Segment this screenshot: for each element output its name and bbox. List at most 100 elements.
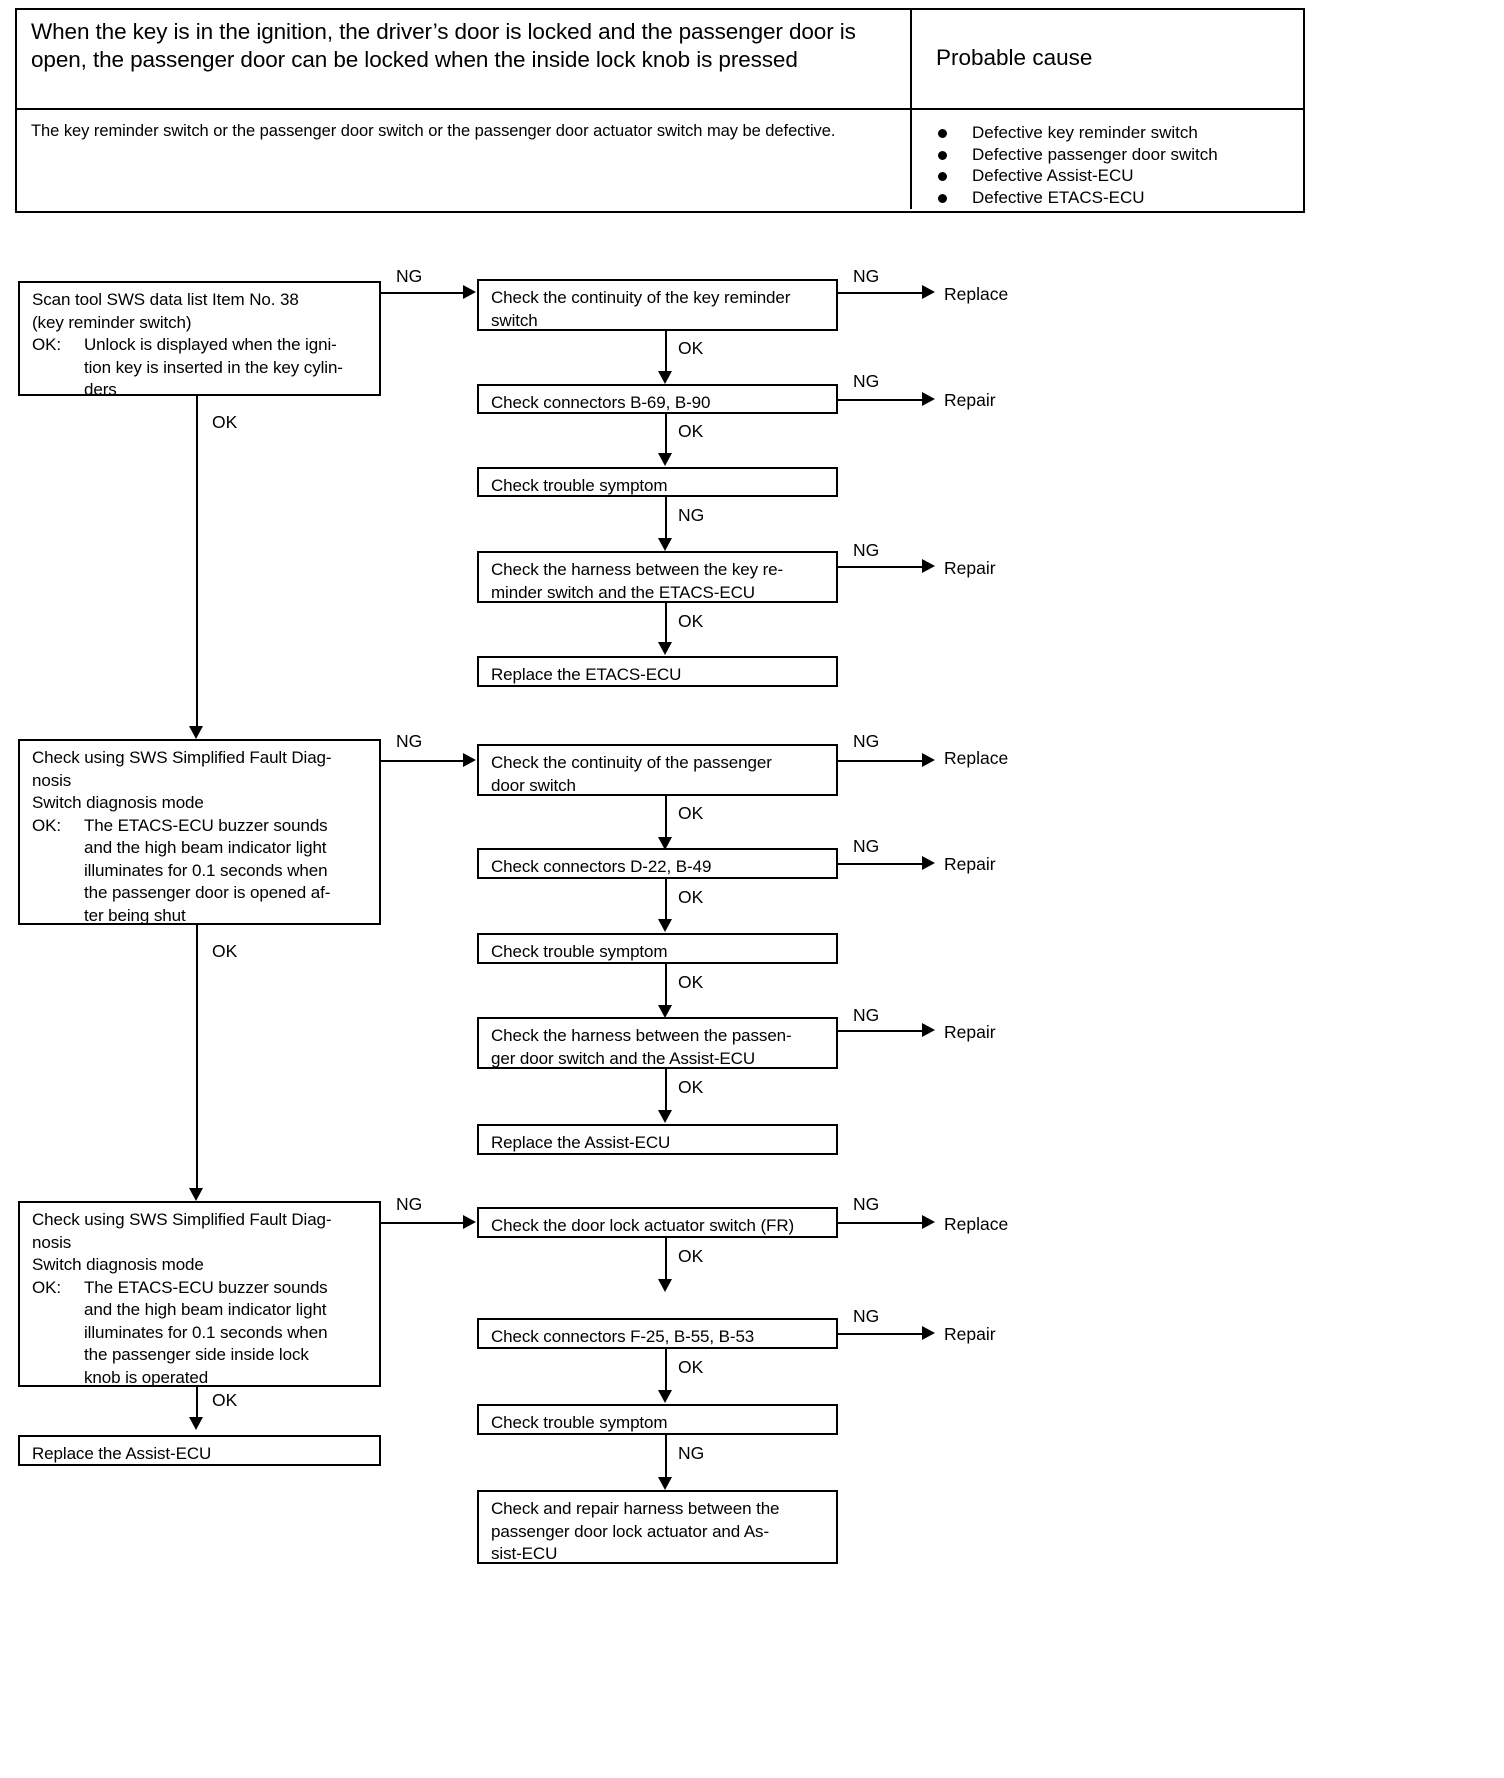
edge-start3-ng [381, 1222, 463, 1224]
edge-start1-ng [381, 292, 463, 294]
edge-label-ng: NG [853, 1005, 880, 1025]
node-line: Switch diagnosis mode [32, 1255, 204, 1274]
bullet-icon [938, 129, 947, 138]
cause-text: Defective passenger door switch [972, 144, 1218, 164]
bullet-icon [938, 193, 947, 203]
node-text: Replace the Assist-ECU [32, 1444, 212, 1463]
flow-node-start-3[interactable]: Check using SWS Simplified Fault Diag- n… [18, 1201, 381, 1387]
edge-label-ok: OK [212, 941, 238, 961]
symptom-condition-cell: When the key is in the ignition, the dri… [17, 10, 912, 108]
arrow-down-icon [658, 453, 672, 466]
node-line: Check using SWS Simplified Fault Diag- [32, 748, 332, 767]
list-item: Defective ETACS-ECU [930, 187, 1291, 209]
arrow-right-icon [922, 856, 935, 870]
list-item: Defective key reminder switch [930, 122, 1291, 144]
arrow-down-icon [658, 1279, 672, 1292]
edge-start1-ok [196, 396, 198, 729]
arrow-right-icon [463, 285, 476, 299]
arrow-right-icon [922, 753, 935, 767]
flow-node-s2-box3[interactable]: Check trouble symptom [477, 933, 838, 964]
bullet-icon [938, 172, 947, 181]
list-item: Defective passenger door switch [930, 144, 1291, 166]
flow-node-s3-box3[interactable]: Check trouble symptom [477, 1404, 838, 1435]
node-line: Switch diagnosis mode [32, 793, 204, 812]
edge-s2box1-ok [665, 796, 667, 840]
flow-node-s1-box1[interactable]: Check the continuity of the key reminder… [477, 279, 838, 331]
arrow-right-icon [922, 392, 935, 406]
probable-cause-list-cell: Defective key reminder switch Defective … [912, 110, 1303, 209]
arrow-down-icon [658, 1390, 672, 1403]
flow-node-start-2[interactable]: Check using SWS Simplified Fault Diag- n… [18, 739, 381, 925]
node-text: Check trouble symptom [491, 942, 668, 961]
edge-s1box1-ng [838, 292, 922, 294]
node-ok-label: OK: [32, 1277, 61, 1297]
arrow-down-icon [658, 642, 672, 655]
arrow-down-icon [658, 538, 672, 551]
flow-node-s2-box2[interactable]: Check connectors D-22, B-49 [477, 848, 838, 879]
symptom-description-cell: The key reminder switch or the passenger… [17, 110, 912, 209]
flow-terminal-replace: Replace [944, 284, 1009, 304]
flow-node-s2-box1[interactable]: Check the continuity of the passenger do… [477, 744, 838, 796]
flow-terminal-replace: Replace [944, 1214, 1009, 1234]
flow-node-s3-box2[interactable]: Check connectors F-25, B-55, B-53 [477, 1318, 838, 1349]
edge-s1box3-ng [665, 497, 667, 541]
arrow-down-icon [658, 837, 672, 850]
arrow-down-icon [658, 371, 672, 384]
flow-node-s2-box5[interactable]: Replace the Assist-ECU [477, 1124, 838, 1155]
edge-label-ok: OK [212, 1390, 238, 1410]
edge-s2box2-ok [665, 879, 667, 922]
probable-cause-header-cell: Probable cause [912, 10, 1303, 108]
edge-s1box4-ng [838, 566, 922, 568]
edge-label-ng: NG [853, 1306, 880, 1326]
edge-s3box2-ok [665, 1349, 667, 1393]
node-line: Scan tool SWS data list Item No. 38 [32, 290, 299, 309]
arrow-right-icon [922, 559, 935, 573]
arrow-down-icon [658, 1005, 672, 1018]
edge-s1box1-ok [665, 331, 667, 375]
edge-label-ok: OK [678, 972, 704, 992]
flow-node-start-1[interactable]: Scan tool SWS data list Item No. 38 (key… [18, 281, 381, 399]
flow-terminal-repair: Repair [944, 558, 996, 578]
flow-node-s1-box3[interactable]: Check trouble symptom [477, 467, 838, 497]
arrow-down-icon [189, 1417, 203, 1430]
flow-node-s1-box2[interactable]: Check connectors B-69, B-90 [477, 384, 838, 414]
flow-terminal-replace: Replace [944, 748, 1009, 768]
list-item: Defective Assist-ECU [930, 165, 1291, 187]
edge-label-ng: NG [678, 505, 705, 525]
flow-terminal-repair: Repair [944, 1324, 996, 1344]
cause-text: Defective ETACS-ECU [972, 187, 1145, 207]
arrow-right-icon [922, 285, 935, 299]
node-line: nosis [32, 770, 72, 790]
node-text: Check the harness between the key re- mi… [491, 560, 784, 602]
arrow-right-icon [463, 1215, 476, 1229]
node-text: Check the door lock actuator switch (FR) [491, 1216, 795, 1235]
node-ok-label: OK: [32, 335, 61, 354]
symptom-table-header-row: When the key is in the ignition, the dri… [17, 10, 1303, 108]
flow-node-final-replace-assist-ecu[interactable]: Replace the Assist-ECU [18, 1435, 381, 1466]
flow-node-s3-box4[interactable]: Check and repair harness between the pas… [477, 1490, 838, 1564]
node-text: Check trouble symptom [491, 1413, 668, 1432]
flow-terminal-repair: Repair [944, 854, 996, 874]
flow-node-s3-box1[interactable]: Check the door lock actuator switch (FR) [477, 1207, 838, 1238]
symptom-condition-text: When the key is in the ignition, the dri… [31, 19, 856, 72]
flow-node-s1-box5[interactable]: Replace the ETACS-ECU [477, 656, 838, 687]
node-text: Check the continuity of the key reminder… [491, 288, 791, 330]
node-text: Replace the Assist-ECU [491, 1133, 671, 1152]
arrow-right-icon [922, 1326, 935, 1340]
flow-node-s2-box4[interactable]: Check the harness between the passen- ge… [477, 1017, 838, 1069]
node-line: (key reminder switch) [32, 312, 192, 332]
edge-s1box4-ok [665, 603, 667, 645]
edge-label-ok: OK [678, 887, 704, 907]
arrow-down-icon [189, 1188, 203, 1201]
edge-label-ok: OK [678, 803, 704, 823]
symptom-description-text: The key reminder switch or the passenger… [31, 122, 836, 140]
edge-label-ng: NG [853, 540, 880, 560]
edge-label-ok: OK [678, 1246, 704, 1266]
edge-s1box2-ok [665, 414, 667, 456]
edge-label-ng: NG [853, 836, 880, 856]
node-line: nosis [32, 1232, 72, 1252]
arrow-right-icon [922, 1023, 935, 1037]
edge-label-ng: NG [396, 731, 423, 751]
flow-node-s1-box4[interactable]: Check the harness between the key re- mi… [477, 551, 838, 603]
